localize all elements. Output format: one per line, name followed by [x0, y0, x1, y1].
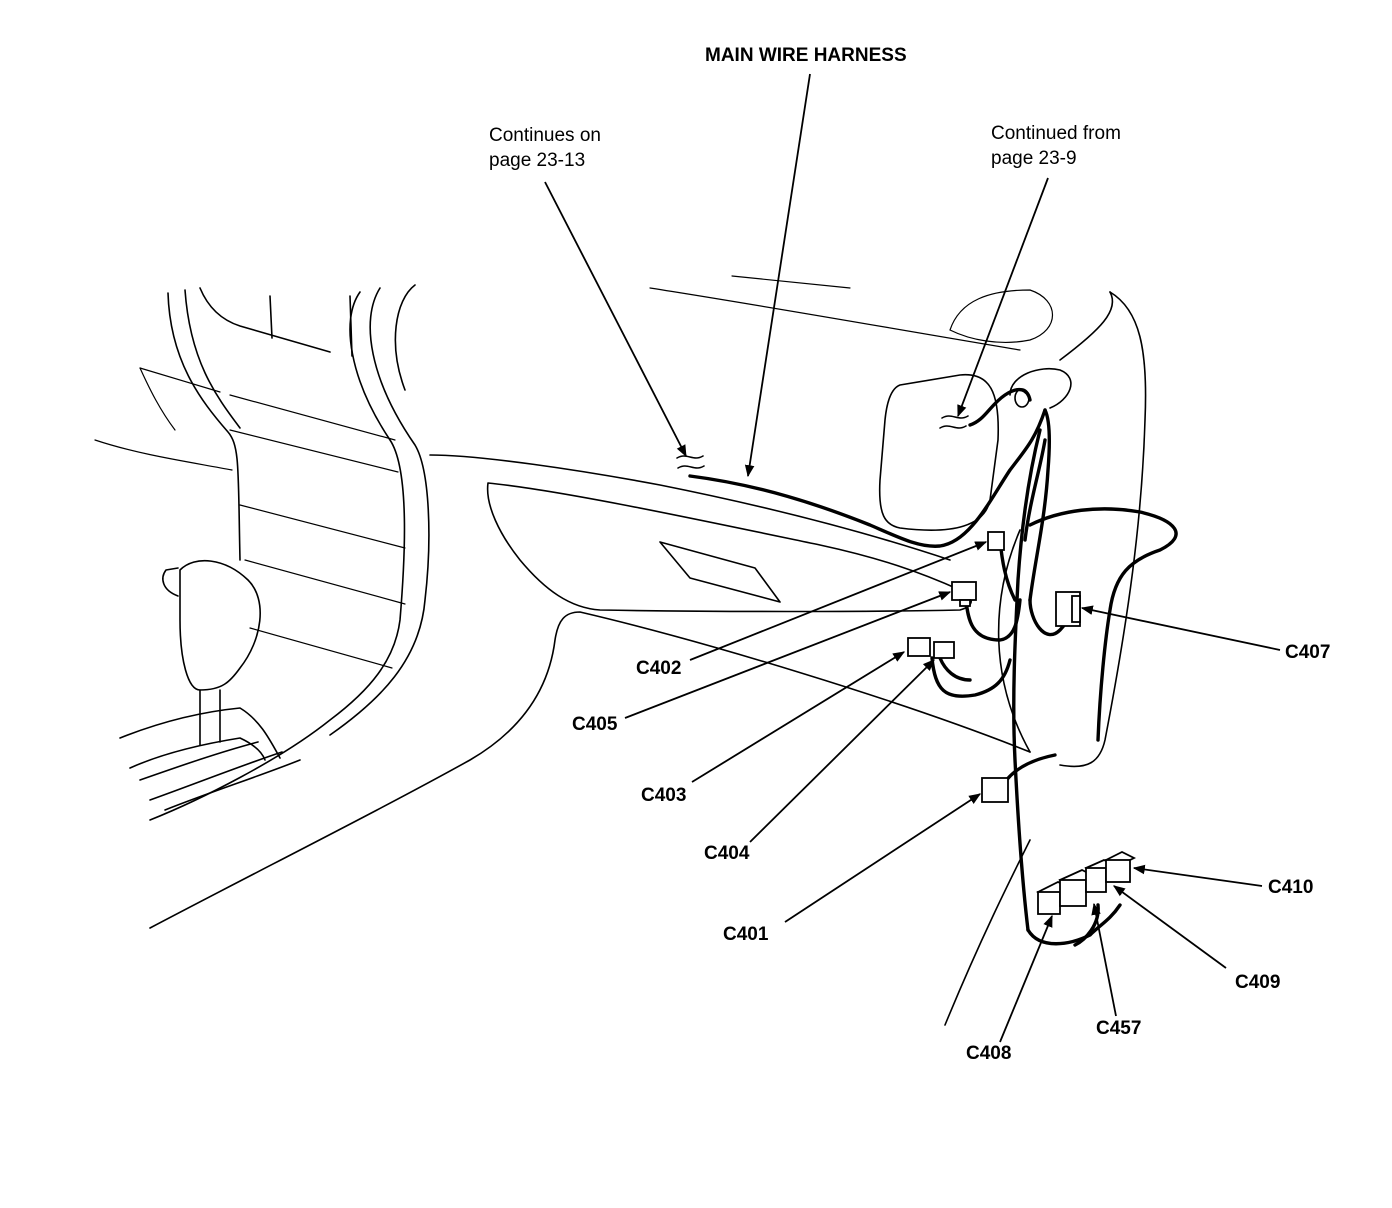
- continues-on-label-line2: page 23-13: [489, 150, 585, 171]
- connector-label-c402: C402: [636, 658, 681, 679]
- connector-c403-block: [907, 637, 931, 657]
- leader-lines: [544, 73, 1281, 1043]
- dashboard-outline: [94, 275, 1147, 1026]
- continued-from-label-line2: page 23-9: [991, 148, 1077, 169]
- continues-on-label-line1: Continues on: [489, 125, 601, 146]
- harness-title: MAIN WIRE HARNESS: [705, 45, 907, 66]
- connector-c405-block: [951, 581, 977, 607]
- connector-label-c404: C404: [704, 843, 750, 864]
- continued-from-label-line1: Continued from: [991, 123, 1121, 144]
- connector-c407-block: [1055, 591, 1081, 627]
- connector-c402-block: [987, 531, 1005, 551]
- connector-label-c409: C409: [1235, 972, 1280, 993]
- connector-c404-block: [933, 641, 955, 659]
- connector-label-c403: C403: [641, 785, 686, 806]
- connector-strip-c408-c410: [1035, 850, 1137, 915]
- connector-label-c405: C405: [572, 714, 618, 735]
- connector-label-c401: C401: [723, 924, 769, 945]
- connector-c401-block: [981, 777, 1009, 803]
- connector-label-c457: C457: [1096, 1018, 1141, 1039]
- harness-wires: [688, 368, 1178, 947]
- connector-label-c410: C410: [1268, 877, 1313, 898]
- connector-label-c408: C408: [966, 1043, 1011, 1064]
- break-marks: [676, 415, 969, 469]
- connector-label-c407: C407: [1285, 642, 1330, 663]
